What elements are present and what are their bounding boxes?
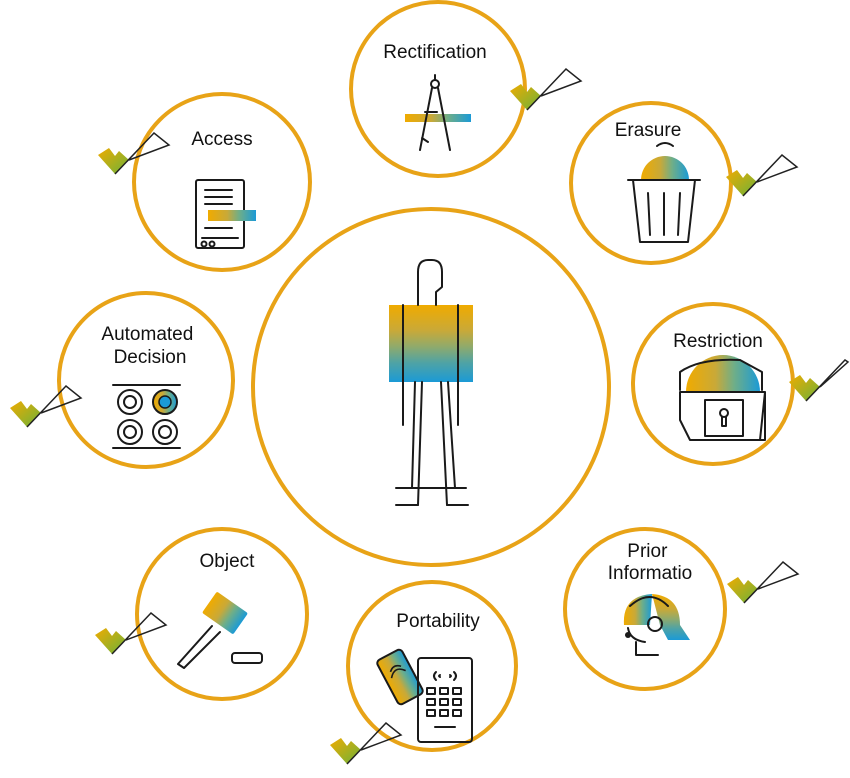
label-automated-decision: Automated Decision xyxy=(101,324,198,368)
label-access: Access xyxy=(191,129,252,150)
right-rectification: Rectification xyxy=(349,0,583,178)
checkmark-icon xyxy=(98,131,171,175)
label-portability: Portability xyxy=(396,611,480,632)
ring-portability xyxy=(346,580,518,752)
right-restriction: Restriction xyxy=(631,302,850,466)
person-gradient-icon xyxy=(389,259,473,506)
label-restriction: Restriction xyxy=(673,331,763,352)
center-node xyxy=(251,207,611,567)
right-erasure: Erasure xyxy=(569,101,799,265)
checkmark-icon xyxy=(510,67,583,111)
checkmark-icon xyxy=(330,721,403,765)
right-portability: Portability xyxy=(330,580,518,765)
ring-access xyxy=(132,92,312,272)
right-automated-decision: Automated Decision xyxy=(10,291,235,469)
headset-agent-icon xyxy=(623,594,690,656)
checkmark-icon xyxy=(95,611,168,655)
dial-controls-icon xyxy=(112,384,181,449)
trash-bin-icon xyxy=(627,142,701,243)
phone-payment-terminal-icon xyxy=(376,648,473,743)
checkmark-icon xyxy=(789,359,850,402)
label-object: Object xyxy=(200,551,256,572)
right-access: Access xyxy=(98,92,312,272)
checkmark-icon xyxy=(727,560,800,604)
label-rectification: Rectification xyxy=(383,42,487,63)
right-object: Object xyxy=(95,527,309,701)
gavel-icon xyxy=(177,592,263,669)
center-ring xyxy=(251,207,611,567)
checkmark-icon xyxy=(726,153,799,197)
label-erasure: Erasure xyxy=(615,120,682,141)
locked-chest-icon xyxy=(679,355,766,441)
right-prior-information: Prior Informatio xyxy=(563,527,800,691)
ring-automated-decision xyxy=(57,291,235,469)
checkmark-icon xyxy=(10,384,83,428)
label-prior-information: Prior Informatio xyxy=(608,541,692,584)
compass-icon xyxy=(405,74,471,151)
document-tablet-icon xyxy=(195,179,256,249)
